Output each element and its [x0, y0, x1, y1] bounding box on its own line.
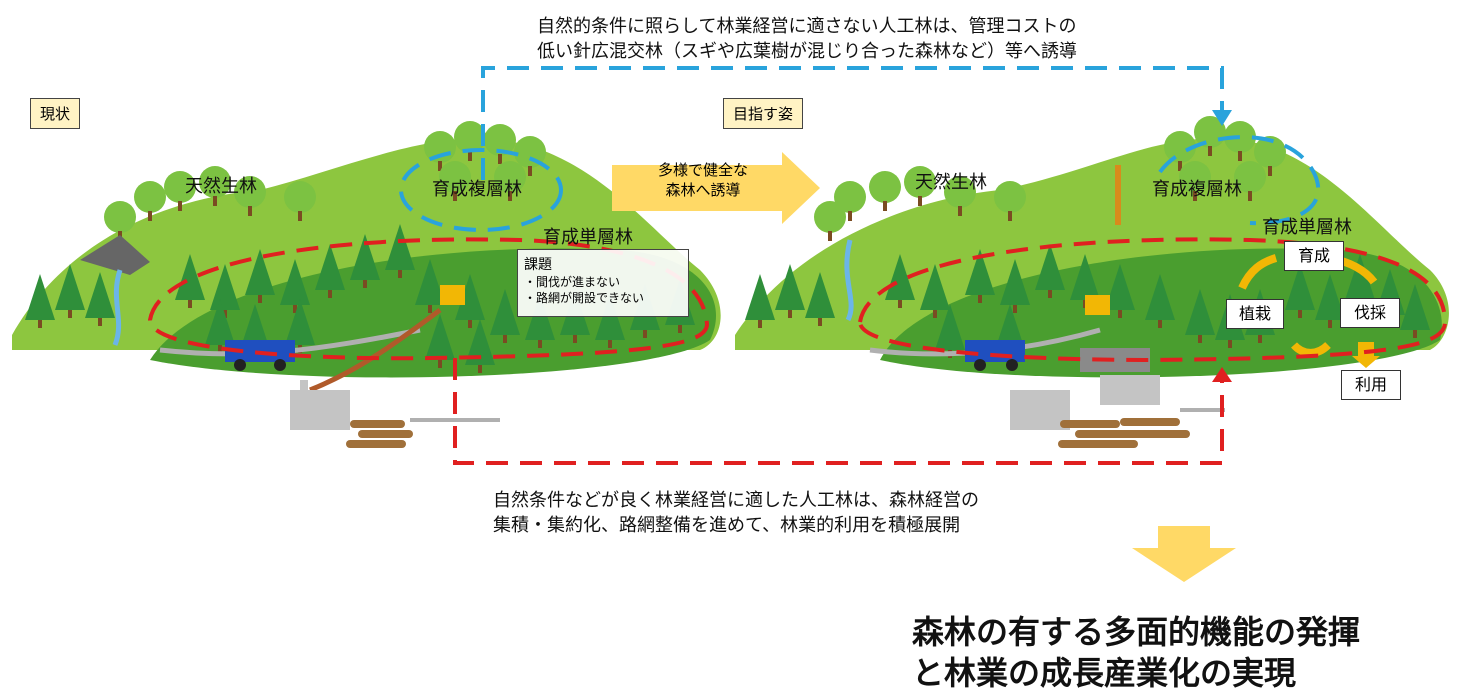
blue-dashed-route	[399, 66, 1321, 232]
guide-line1: 多様で健全な	[657, 161, 748, 179]
top-caption-line2: 低い針広混交林（スギや広葉樹が混じり合った森林など）等へ誘導	[537, 41, 1077, 62]
conclusion-arrow	[1132, 526, 1236, 582]
conclusion-text: 森林の有する多面的機能の発揮 と林業の成長産業化の実現	[912, 612, 1360, 694]
current-tag: 現状	[30, 98, 81, 129]
bottom-caption-line1: 自然条件などが良く林業経営に適した人工林は、森林経営の	[493, 490, 979, 511]
target-multi-layer-label: 育成複層林	[1152, 179, 1242, 200]
blue-arrowhead	[1212, 110, 1232, 126]
red-dashed-route	[147, 237, 1448, 465]
target-tag: 目指す姿	[723, 98, 804, 129]
cycle-use-box: 利用	[1341, 370, 1401, 400]
conclusion-line2: と林業の成長産業化の実現	[912, 654, 1297, 692]
current-single-layer-label: 育成単層林	[543, 227, 633, 248]
conclusion-line1: 森林の有する多面的機能の発揮	[912, 613, 1361, 651]
current-natural-forest-label: 天然生林	[185, 176, 257, 197]
cycle-harvest-box: 伐採	[1340, 298, 1400, 328]
guide-line2: 森林へ誘導	[665, 181, 741, 199]
issue-item: ・路網が開設できない	[524, 291, 645, 305]
bottom-caption-line2: 集積・集約化、路網整備を進めて、林業的利用を積極展開	[493, 515, 961, 536]
top-caption-line1: 自然的条件に照らして林業経営に適さない人工林は、管理コストの	[537, 16, 1077, 37]
target-natural-forest-label: 天然生林	[915, 172, 987, 193]
guide-arrow	[612, 152, 820, 224]
cycle-grow-box: 育成	[1284, 241, 1344, 271]
issue-title: 課題	[524, 257, 552, 273]
use-arrow	[1352, 342, 1380, 368]
red-arrowhead	[1212, 367, 1232, 382]
target-single-layer-label: 育成単層林	[1262, 217, 1352, 238]
guide-arrow-text: 多様で健全な 森林へ誘導	[628, 160, 778, 200]
issue-box: 課題 ・間伐が進まない ・路網が開設できない	[517, 249, 689, 317]
current-multi-layer-label: 育成複層林	[432, 179, 522, 200]
cycle-plant-box: 植栽	[1226, 299, 1284, 329]
issue-item: ・間伐が進まない	[524, 275, 621, 289]
